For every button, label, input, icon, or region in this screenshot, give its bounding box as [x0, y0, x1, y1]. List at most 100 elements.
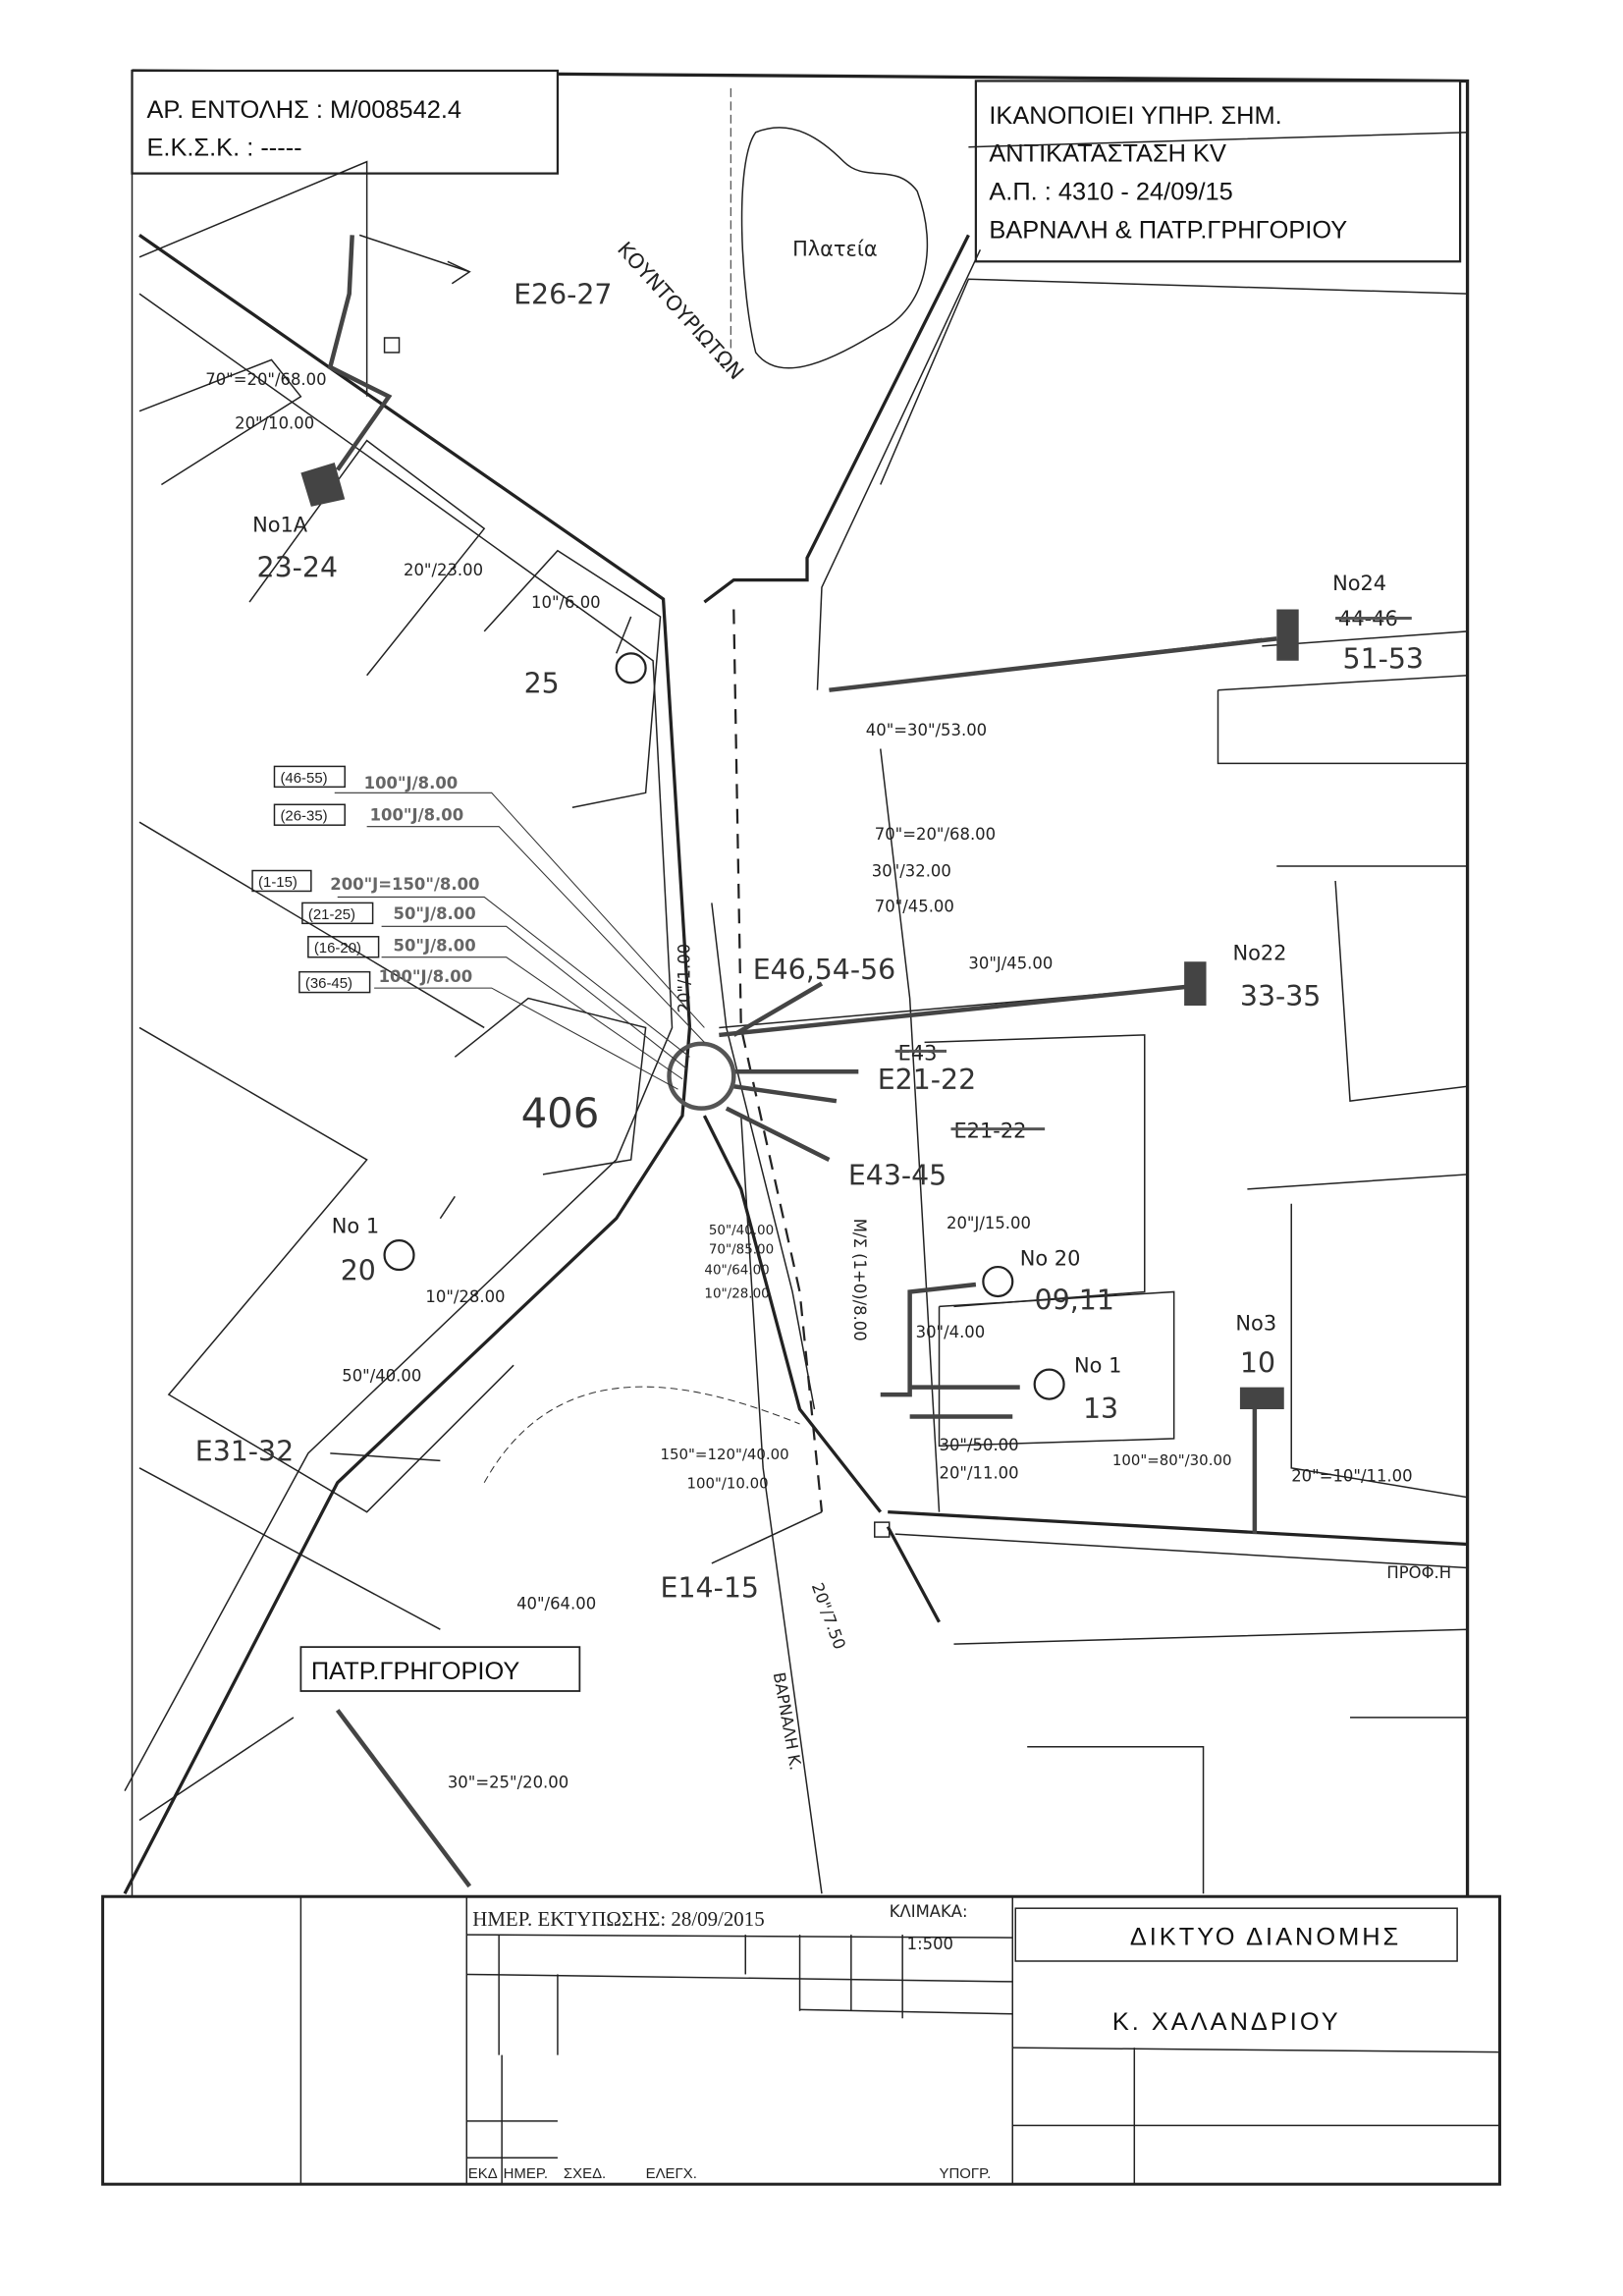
- request-line-2: ΑΝΤΙΚΑΤΑΣΤΑΣΗ KV: [989, 140, 1226, 168]
- address-10: 10: [1240, 1347, 1275, 1380]
- pipe-label: 70"/45.00: [875, 897, 954, 915]
- group-spec: 100"J/8.00: [370, 806, 464, 825]
- group-spec: 50"J/8.00: [394, 937, 476, 956]
- pipe-label: 20"/11.00: [940, 1463, 1019, 1482]
- title-block: ΗΜΕΡ. ΕΚΤΥΠΩΣΗΣ: 28/09/2015 ΚΛΙΜΑΚΑ: 1:5…: [101, 1894, 1501, 2186]
- pipe-label: 70"=20"/68.00: [875, 825, 996, 844]
- pipe-label: 70"/85.00: [709, 1243, 774, 1258]
- pipe-label: 10"/28.00: [704, 1286, 769, 1301]
- marker-e31-32: E31-32: [195, 1435, 294, 1467]
- service-lines: [327, 234, 1277, 1888]
- pipe-labels: 70"=20"/68.00 20"/10.00 20"/23.00 10"/6.…: [205, 370, 1412, 1792]
- scale-label: ΚΛΙΜΑΚΑ:: [890, 1902, 968, 1921]
- group-spec: 100"J/8.00: [364, 774, 459, 793]
- pipe-label: 40"/64.00: [704, 1264, 769, 1279]
- pipe-label: 30"=25"/20.00: [448, 1774, 568, 1792]
- col-sign: ΥΠΟΓΡ.: [940, 2165, 992, 2182]
- print-date: ΗΜΕΡ. ΕΚΤΥΠΩΣΗΣ: 28/09/2015: [472, 1907, 764, 1931]
- meter-icon: [1239, 1387, 1284, 1410]
- street-kountouriotou: ΚΟΥΝΤΟΥΡΙΩΤΩΝ: [613, 238, 748, 385]
- pipe-label: 20"J/15.00: [947, 1214, 1031, 1232]
- building-no1-right: No 1: [1074, 1354, 1121, 1378]
- request-line-3: Α.Π. : 4310 - 24/09/15: [989, 179, 1232, 206]
- street-patr-grigoriou: ΠΑΤΡ.ΓΡΗΓΟΡΙΟΥ: [311, 1658, 520, 1685]
- street-prof: ΠΡΟΦ.Η: [1386, 1563, 1451, 1582]
- pipe-label: 150"=120"/40.00: [661, 1446, 789, 1463]
- block-number: 406: [521, 1089, 600, 1137]
- building-no24: No24: [1332, 572, 1386, 595]
- pipe-label: 20"=10"/11.00: [1291, 1466, 1412, 1485]
- scale-value: 1:500: [907, 1935, 953, 1953]
- marker-e43-old: E43: [898, 1041, 938, 1065]
- pipe-label: 20"/23.00: [404, 561, 483, 579]
- building-no1-left: No 1: [332, 1215, 379, 1238]
- address-09-11: 09,11: [1035, 1284, 1114, 1316]
- junction-symbol: [667, 1041, 736, 1111]
- street-patr-grigoriou-box: ΠΑΤΡ.ΓΡΗΓΟΡΙΟΥ: [299, 1646, 581, 1692]
- order-number: ΑΡ. ΕΝΤΟΛΗΣ : Μ/008542.4: [146, 96, 461, 124]
- pipe-label: 100"=80"/30.00: [1112, 1451, 1232, 1469]
- building-no3: No3: [1235, 1311, 1276, 1335]
- square-outline: [740, 127, 929, 369]
- meter-icon: [1184, 961, 1207, 1007]
- eksk-number: Ε.Κ.Σ.Κ. : -----: [146, 135, 301, 162]
- building-no22: No22: [1232, 942, 1286, 965]
- pipe-label: 20"/10.00: [235, 414, 314, 433]
- marker-e43-45: E43-45: [848, 1159, 947, 1191]
- request-line-4: ΒΑΡΝΑΛΗ & ΠΑΤΡ.ΓΡΗΓΟΡΙΟΥ: [989, 216, 1347, 244]
- pipe-label: 50"/40.00: [342, 1367, 421, 1386]
- pipe-label: 50"/40.00: [709, 1224, 774, 1238]
- marker-e14-15: E14-15: [661, 1571, 759, 1604]
- address-25: 25: [524, 668, 560, 700]
- square-label: Πλατεία: [792, 237, 878, 260]
- pipe-label: 30"/32.00: [872, 862, 951, 881]
- group-spec: 100"J/8.00: [379, 967, 473, 986]
- col-drawn: ΣΧΕΔ.: [564, 2165, 606, 2182]
- pipe-label: 10"/6.00: [531, 593, 601, 612]
- valve-icon: [874, 1521, 891, 1538]
- pipe-label: 40"/64.00: [516, 1594, 596, 1613]
- col-date: ΗΜΕΡ.: [504, 2165, 548, 2182]
- marker-e21-22-old: E21-22: [953, 1120, 1026, 1143]
- group-range: (21-25): [308, 906, 355, 923]
- marker-e26-27: E26-27: [514, 279, 612, 311]
- building-no20: No 20: [1020, 1247, 1081, 1271]
- pipe-label: 100"/10.00: [686, 1475, 768, 1493]
- address-20: 20: [341, 1255, 376, 1287]
- marker-e21-22: E21-22: [878, 1064, 976, 1096]
- municipality: Κ. ΧΑΛΑΝΔΡΙΟΥ: [1112, 2008, 1341, 2036]
- drawing-title: ΔΙΚΤΥΟ ΔΙΑΝΟΜΗΣ: [1130, 1924, 1401, 1951]
- pipe-label: 10"/28.00: [425, 1287, 505, 1306]
- service-groups: (46-55) 100"J/8.00 (26-35) 100"J/8.00 (1…: [251, 765, 705, 1090]
- col-ekd: ΕΚΔ: [468, 2165, 498, 2182]
- group-range: (1-15): [258, 874, 298, 891]
- gas-connection-icons: [383, 652, 1065, 1400]
- address-33-35: 33-35: [1240, 980, 1321, 1012]
- address-23-24: 23-24: [257, 552, 338, 584]
- pipe-label: 40"=30"/53.00: [866, 721, 987, 739]
- meter-icon: [300, 463, 346, 507]
- pipe-label: 20"/1.00: [675, 944, 693, 1013]
- group-range: (46-55): [280, 770, 327, 787]
- group-range: (16-20): [314, 940, 361, 957]
- building-no1a: No1A: [252, 513, 308, 536]
- group-spec: 50"J/8.00: [394, 904, 476, 923]
- pipe-label: 20"/7.50: [808, 1580, 849, 1652]
- group-range: (26-35): [280, 808, 327, 825]
- address-51-53: 51-53: [1343, 642, 1424, 675]
- request-line-1: ΙΚΑΝΟΠΟΙΕΙ ΥΠΗΡ. ΣΗΜ.: [989, 102, 1281, 130]
- pipe-label: 30"/4.00: [916, 1323, 986, 1341]
- street-varnali: ΒΑΡΝΑΛΗ Κ.: [770, 1670, 805, 1772]
- group-spec: 200"J=150"/8.00: [330, 875, 479, 894]
- col-checked: ΕΛΕΓΧ.: [646, 2165, 697, 2182]
- valve-icon: [383, 337, 401, 354]
- marker-e46: E46,54-56: [753, 954, 896, 986]
- pipe-label: 30"J/45.00: [968, 955, 1053, 973]
- pipe-label: 30"/50.00: [940, 1436, 1019, 1454]
- meter-icon: [1276, 609, 1299, 661]
- address-13: 13: [1083, 1393, 1118, 1425]
- request-box: ΙΚΑΝΟΠΟΙΕΙ ΥΠΗΡ. ΣΗΜ. ΑΝΤΙΚΑΤΑΣΤΑΣΗ KV Α…: [974, 80, 1462, 263]
- pipe-label: 70"=20"/68.00: [205, 370, 326, 389]
- roads: [123, 234, 1468, 1895]
